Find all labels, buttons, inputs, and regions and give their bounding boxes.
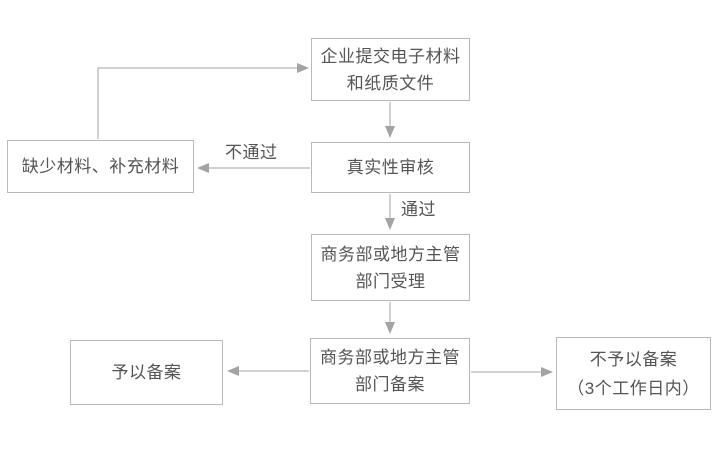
node-filing-denied: 不予以备案 （3个工作日内） (556, 337, 711, 410)
node-authenticity-review: 真实性审核 (311, 142, 470, 193)
node-filing-granted: 予以备案 (70, 340, 223, 405)
node-submit-materials: 企业提交电子材料 和纸质文件 (311, 38, 470, 101)
node-filing-line1: 商务部或地方主管 (320, 348, 460, 367)
edge-label-pass: 通过 (399, 200, 438, 219)
node-missing-line1: 缺少材料、补充材料 (21, 157, 180, 176)
node-department-accept: 商务部或地方主管 部门受理 (311, 234, 470, 301)
node-submit-line1: 企业提交电子材料 (320, 46, 461, 66)
node-submit-line2: 和纸质文件 (346, 73, 435, 93)
node-accept-line1: 商务部或地方主管 (320, 244, 461, 264)
node-denied-line1: 不予以备案 (589, 349, 678, 369)
edge-label-fail: 不通过 (223, 143, 280, 162)
node-department-filing: 商务部或地方主管 部门备案 (310, 338, 470, 404)
node-review-line1: 真实性审核 (346, 158, 435, 177)
node-denied-line2: （3个工作日内） (567, 378, 700, 398)
arrow-missing-to-submit (97, 63, 309, 139)
node-granted-line1: 予以备案 (111, 363, 182, 382)
node-accept-line2: 部门受理 (355, 271, 426, 291)
node-filing-line2: 部门备案 (355, 375, 425, 394)
node-missing-materials: 缺少材料、补充材料 (7, 140, 194, 193)
